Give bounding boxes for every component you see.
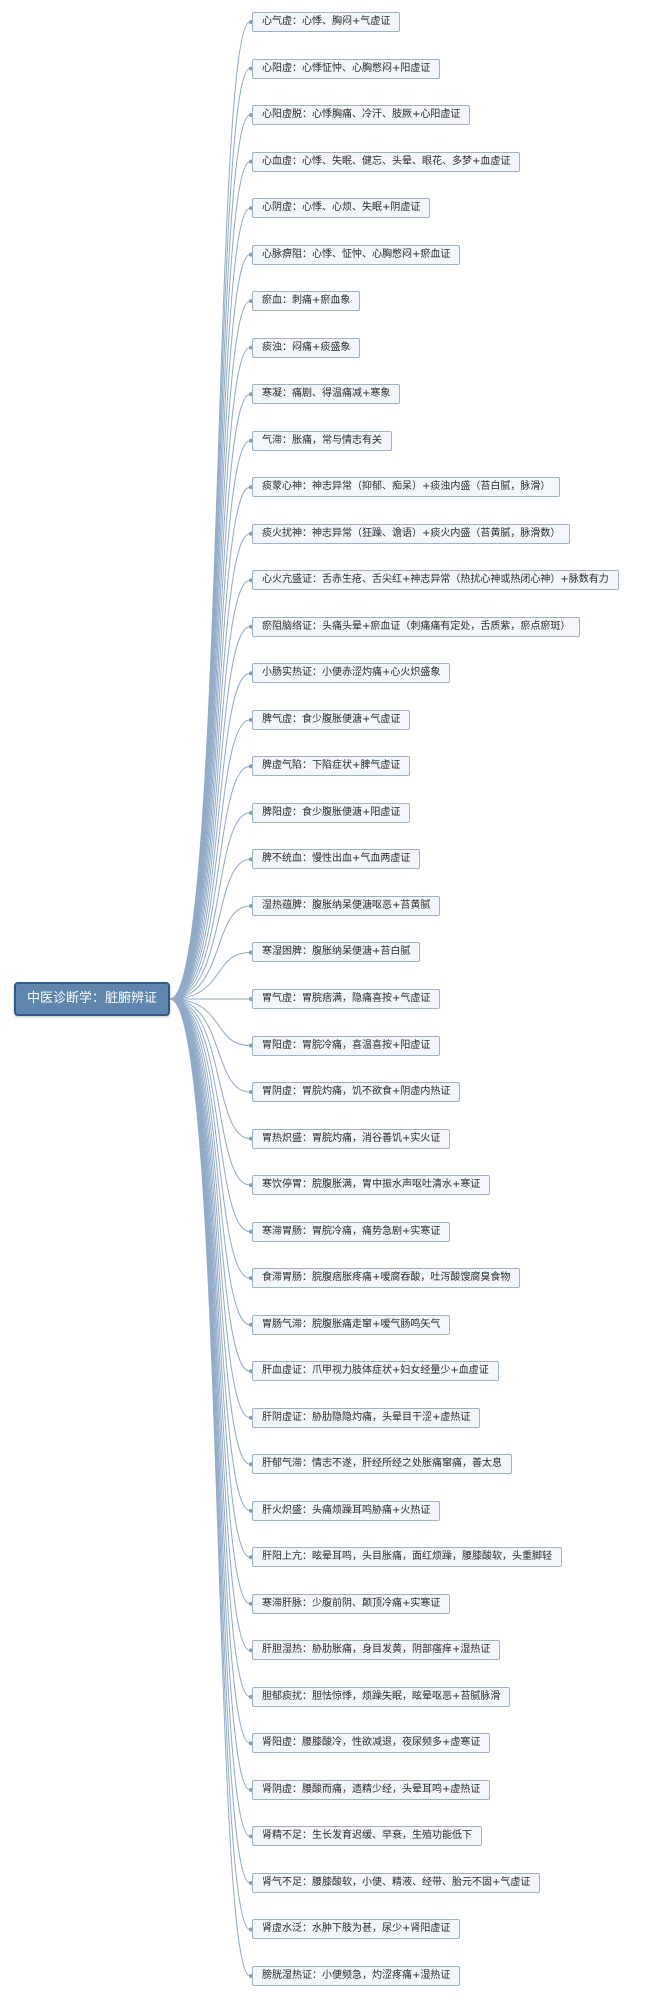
branch-node: 肾精不足：生长发育迟缓、早衰，生殖功能低下 <box>252 1826 482 1847</box>
connector-line <box>169 998 251 1186</box>
connector-line <box>169 998 251 1558</box>
branch-node: 胃气虚：胃脘痞满，隐痛喜按+气虚证 <box>252 989 441 1009</box>
branch-node: 湿热蕴脾：腹胀纳呆便溏呕恶+苔黄腻 <box>252 895 441 916</box>
branch-node: 肝血虚证：爪甲视力肢体症状+妇女经量少+血虚证 <box>252 1361 499 1382</box>
branch-node: 痰蒙心神：神志异常（抑郁、痴呆）+痰浊内盛（苔白腻，脉滑） <box>252 477 561 498</box>
connector-line <box>169 998 251 1047</box>
connector-line <box>169 998 251 1419</box>
branch-node: 肝胆湿热：胁肋胀痛，身目发黄，阴部瘙痒+湿热证 <box>252 1640 501 1661</box>
branch-node: 心阴虚：心悸、心烦、失眠+阴虚证 <box>252 198 431 219</box>
connector-line <box>169 998 251 1140</box>
branch-node: 寒湿困脾：腹胀纳呆便溏+苔白腻 <box>252 942 421 963</box>
branch-node: 小肠实热证：小便赤涩灼痛+心火炽盛象 <box>252 663 451 684</box>
branch-node: 痰火扰神：神志异常（狂躁、谵语）+痰火内盛（苔黄腻，脉滑数） <box>252 523 571 544</box>
branch-node: 胃热炽盛：胃脘灼痛，消谷善饥+实火证 <box>252 1128 451 1149</box>
connector-line <box>169 998 251 1372</box>
branch-node: 痰浊：闷痛+痰盛象 <box>252 337 361 358</box>
branch-node: 肝郁气滞：情志不遂，肝经所经之处胀痛窜痛，善太息 <box>252 1454 512 1475</box>
connector-line <box>169 998 251 1884</box>
connector-line <box>169 533 251 1000</box>
connector-line <box>169 998 251 1605</box>
branch-node: 肾阴虚：腰酸而痛，遗精少经，头晕耳鸣+虚热证 <box>252 1779 491 1800</box>
branch-node: 肝阴虚证：胁肋隐隐灼痛，头晕目干涩+虚热证 <box>252 1407 481 1428</box>
branch-node: 心血虚：心悸、失眠、健忘、头晕、眼花、多梦+血虚证 <box>252 151 521 172</box>
connector-line <box>169 998 251 1093</box>
connector-line <box>169 765 251 1000</box>
connector-line <box>169 998 251 1465</box>
branch-node: 心气虚：心悸、胸闷+气虚证 <box>252 12 401 32</box>
branch-node: 寒滞胃肠：胃脘冷痛，痛势急剧+实寒证 <box>252 1221 451 1242</box>
connector-line <box>169 998 251 1744</box>
branch-node: 胃阳虚：胃脘冷痛，喜温喜按+阳虚证 <box>252 1035 441 1056</box>
connector-line <box>169 579 251 1000</box>
connector-line <box>169 393 251 1000</box>
branch-node: 瘀阻脑络证：头痛头晕+瘀血证（刺痛痛有定处，舌质紫，瘀点瘀斑） <box>252 616 581 637</box>
connector-line <box>169 812 251 1000</box>
connector-line <box>169 440 251 1000</box>
connector-line <box>169 998 251 1326</box>
branch-node: 寒滞肝脉：少腹前阴、颠顶冷痛+实寒证 <box>252 1593 451 1614</box>
connector-line <box>169 858 251 1000</box>
connector-line <box>169 998 251 1233</box>
branch-node: 肝火炽盛：头痛烦躁耳鸣胁痛+火热证 <box>252 1500 441 1521</box>
connector-line <box>169 254 251 1000</box>
connector-line <box>169 114 251 1000</box>
root-node-title: 中医诊断学：脏腑辨证 <box>14 982 170 1016</box>
branch-node: 寒凝：痛剧、得温痛减+寒象 <box>252 384 401 405</box>
branch-node: 心阳虚：心悸怔忡、心胸憋闷+阳虚证 <box>252 58 441 79</box>
branch-node: 瘀血：刺痛+瘀血象 <box>252 291 361 312</box>
connector-line <box>169 161 251 1000</box>
branch-node: 脾气虚：食少腹胀便溏+气虚证 <box>252 709 411 730</box>
branch-node: 胆郁痰扰：胆怯惊悸，烦躁失眠，眩晕呕恶+苔腻脉滑 <box>252 1686 511 1707</box>
connector-line <box>169 998 251 1698</box>
branch-node: 肾虚水泛：水肿下肢为甚，尿少+肾阳虚证 <box>252 1919 461 1940</box>
connector-line <box>169 998 251 1512</box>
connector-line <box>169 998 251 1651</box>
connector-line <box>169 998 251 1791</box>
connector-line <box>169 905 251 1000</box>
branch-node: 脾不统血：慢性出血+气血两虚证 <box>252 849 421 870</box>
connector-line <box>169 998 251 1279</box>
connector-line <box>169 300 251 1000</box>
connector-line <box>169 998 251 1837</box>
branch-node: 心脉痹阻：心悸、怔忡、心胸憋闷+瘀血证 <box>252 244 461 265</box>
connector-line <box>169 207 251 1000</box>
branch-node: 脾虚气陷：下陷症状+脾气虚证 <box>252 756 411 777</box>
connector-line <box>169 347 251 1000</box>
branch-node: 肾气不足：腰膝酸软，小便、精液、经带、胎元不固+气虚证 <box>252 1872 541 1893</box>
branch-node: 胃肠气滞：脘腹胀痛走窜+嗳气肠鸣矢气 <box>252 1314 451 1335</box>
connector-line <box>169 672 251 1000</box>
connector-line <box>169 486 251 1000</box>
branch-node: 肾阳虚：腰膝酸冷，性欲减退，夜尿频多+虚寒证 <box>252 1733 491 1754</box>
connector-line <box>169 951 251 1000</box>
branch-node: 心阳虚脱：心悸胸痛、冷汗、肢厥+心阳虚证 <box>252 105 471 126</box>
connector-line <box>169 998 251 1977</box>
branch-node: 肝阳上亢：眩晕耳鸣，头目胀痛，面红烦躁，腰膝酸软，头重脚轻 <box>252 1547 562 1568</box>
branch-node: 心火亢盛证：舌赤生疮、舌尖红+神志异常（热扰心神或热闭心神）+脉数有力 <box>252 570 619 591</box>
connector-line <box>169 719 251 1000</box>
branch-node: 寒饮停胃：脘腹胀满，胃中振水声呕吐清水+寒证 <box>252 1175 491 1196</box>
branch-node: 脾阳虚：食少腹胀便溏+阳虚证 <box>252 802 411 823</box>
branch-node: 膀胱湿热证：小便频急，灼涩疼痛+湿热证 <box>252 1966 461 1986</box>
connector-line <box>169 626 251 1000</box>
branch-node: 胃阴虚：胃脘灼痛，饥不欲食+阴虚内热证 <box>252 1082 461 1103</box>
branch-node: 食滞胃肠：脘腹痞胀疼痛+嗳腐吞酸，吐泻酸馊腐臭食物 <box>252 1268 521 1289</box>
connector-lines <box>169 21 251 1977</box>
branch-node: 气滞：胀痛，常与情志有关 <box>252 430 392 451</box>
